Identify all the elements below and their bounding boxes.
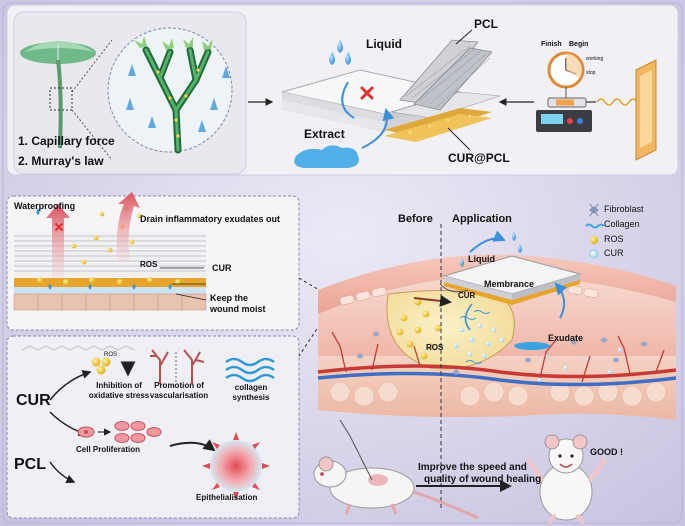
- capillary-force-label: 1. Capillary force: [18, 134, 115, 148]
- mechanism-panel: [6, 192, 300, 331]
- improve-label-1: Improve the speed and: [418, 462, 527, 473]
- liquid-drops-icon: [329, 40, 351, 65]
- ros-particles-icon: [91, 357, 111, 375]
- proliferation-label: Cell Proliferation: [76, 445, 141, 454]
- legend-collagen-label: Collagen: [604, 219, 640, 229]
- applied-membrane: [442, 255, 582, 305]
- waterproof-arrow: [46, 204, 70, 278]
- good-label: GOOD !: [590, 447, 623, 457]
- exudate-label: Exudate: [548, 333, 584, 343]
- moist-label-1: Keep the: [210, 293, 249, 303]
- begin-label: Begin: [569, 41, 589, 48]
- legend-collagen-icon: [585, 223, 605, 229]
- cur-pcl-label: CUR@PCL: [448, 151, 510, 165]
- legend-fibroblast-icon: [589, 203, 599, 217]
- legend-cur-icon: [589, 249, 599, 259]
- mouse-healthy-icon: [526, 434, 606, 524]
- drain-arrow: [116, 192, 140, 262]
- cur-pcl-membrane: [281, 29, 501, 151]
- epithelial-label: Epithelialisation: [196, 493, 258, 502]
- effects-ros-label: ROS: [104, 352, 118, 358]
- cells-icon: [77, 421, 162, 443]
- exudate-puddle: [514, 342, 550, 350]
- effects-panel: [6, 335, 300, 519]
- extract-label: Extract: [304, 127, 345, 141]
- oxidative-label-1: Inhibition of: [96, 381, 142, 390]
- improve-label-2: quality of wound healing: [424, 474, 542, 485]
- application-label: Application: [452, 213, 512, 225]
- electrospinning-device: [536, 51, 657, 161]
- wound-liquid-label: Liquid: [468, 254, 495, 264]
- wound-cross-section: [317, 224, 677, 508]
- top-panel: [6, 4, 679, 176]
- collagen-fibers-icon: [225, 357, 275, 383]
- mech-ros-label: ROS: [140, 260, 158, 269]
- drain-label: Drain inflammatory exudates out: [140, 214, 281, 224]
- wound-ros-label: ROS: [426, 343, 444, 352]
- wound-cur-label: CUR: [458, 291, 476, 300]
- murrays-law-label: 2. Murray's law: [18, 154, 104, 168]
- mouse-wounded-icon: [313, 419, 479, 520]
- vascular-label-2: vascularisation: [149, 391, 209, 400]
- membrance-label: Membrance: [484, 279, 535, 289]
- collagen-label-1: collagen: [234, 383, 268, 392]
- liquid-label: Liquid: [366, 37, 402, 51]
- extract-arrow: [361, 108, 395, 149]
- finish-label: Finish: [541, 41, 562, 48]
- collagen-label-2: synthesis: [232, 393, 270, 402]
- blocked-cross-icon: [360, 86, 374, 100]
- curcumin-structure: [21, 345, 135, 351]
- liquid-block-arrow: [341, 81, 355, 119]
- stop-label: stop: [586, 70, 596, 76]
- capillary-magnified-view: [107, 27, 233, 154]
- block-cross-icon: [55, 223, 63, 231]
- before-label: Before: [398, 213, 433, 225]
- extract-puddle: [294, 145, 359, 168]
- cur-main-label: CUR: [16, 392, 51, 409]
- legend-fibroblast-label: Fibroblast: [604, 204, 644, 214]
- legend-ros-icon: [590, 236, 598, 244]
- working-label: working: [586, 56, 604, 62]
- lotus-leaf-icon: [20, 39, 113, 161]
- epithelialisation-icon: [202, 432, 270, 500]
- waterproofing-label: Waterproofing: [14, 201, 76, 211]
- oxidative-label-2: oxidative stress: [88, 391, 150, 400]
- mech-cur-label: CUR: [212, 263, 232, 273]
- pcl-label: PCL: [474, 17, 498, 31]
- vascular-label-1: Promotion of: [154, 381, 204, 390]
- pcl-main-label: PCL: [14, 456, 46, 473]
- legend-ros-label: ROS: [604, 234, 624, 244]
- moist-label-2: wound moist: [210, 304, 266, 314]
- legend-cur-label: CUR: [604, 248, 624, 258]
- vessel-icon: [150, 349, 205, 384]
- legend: [585, 203, 605, 259]
